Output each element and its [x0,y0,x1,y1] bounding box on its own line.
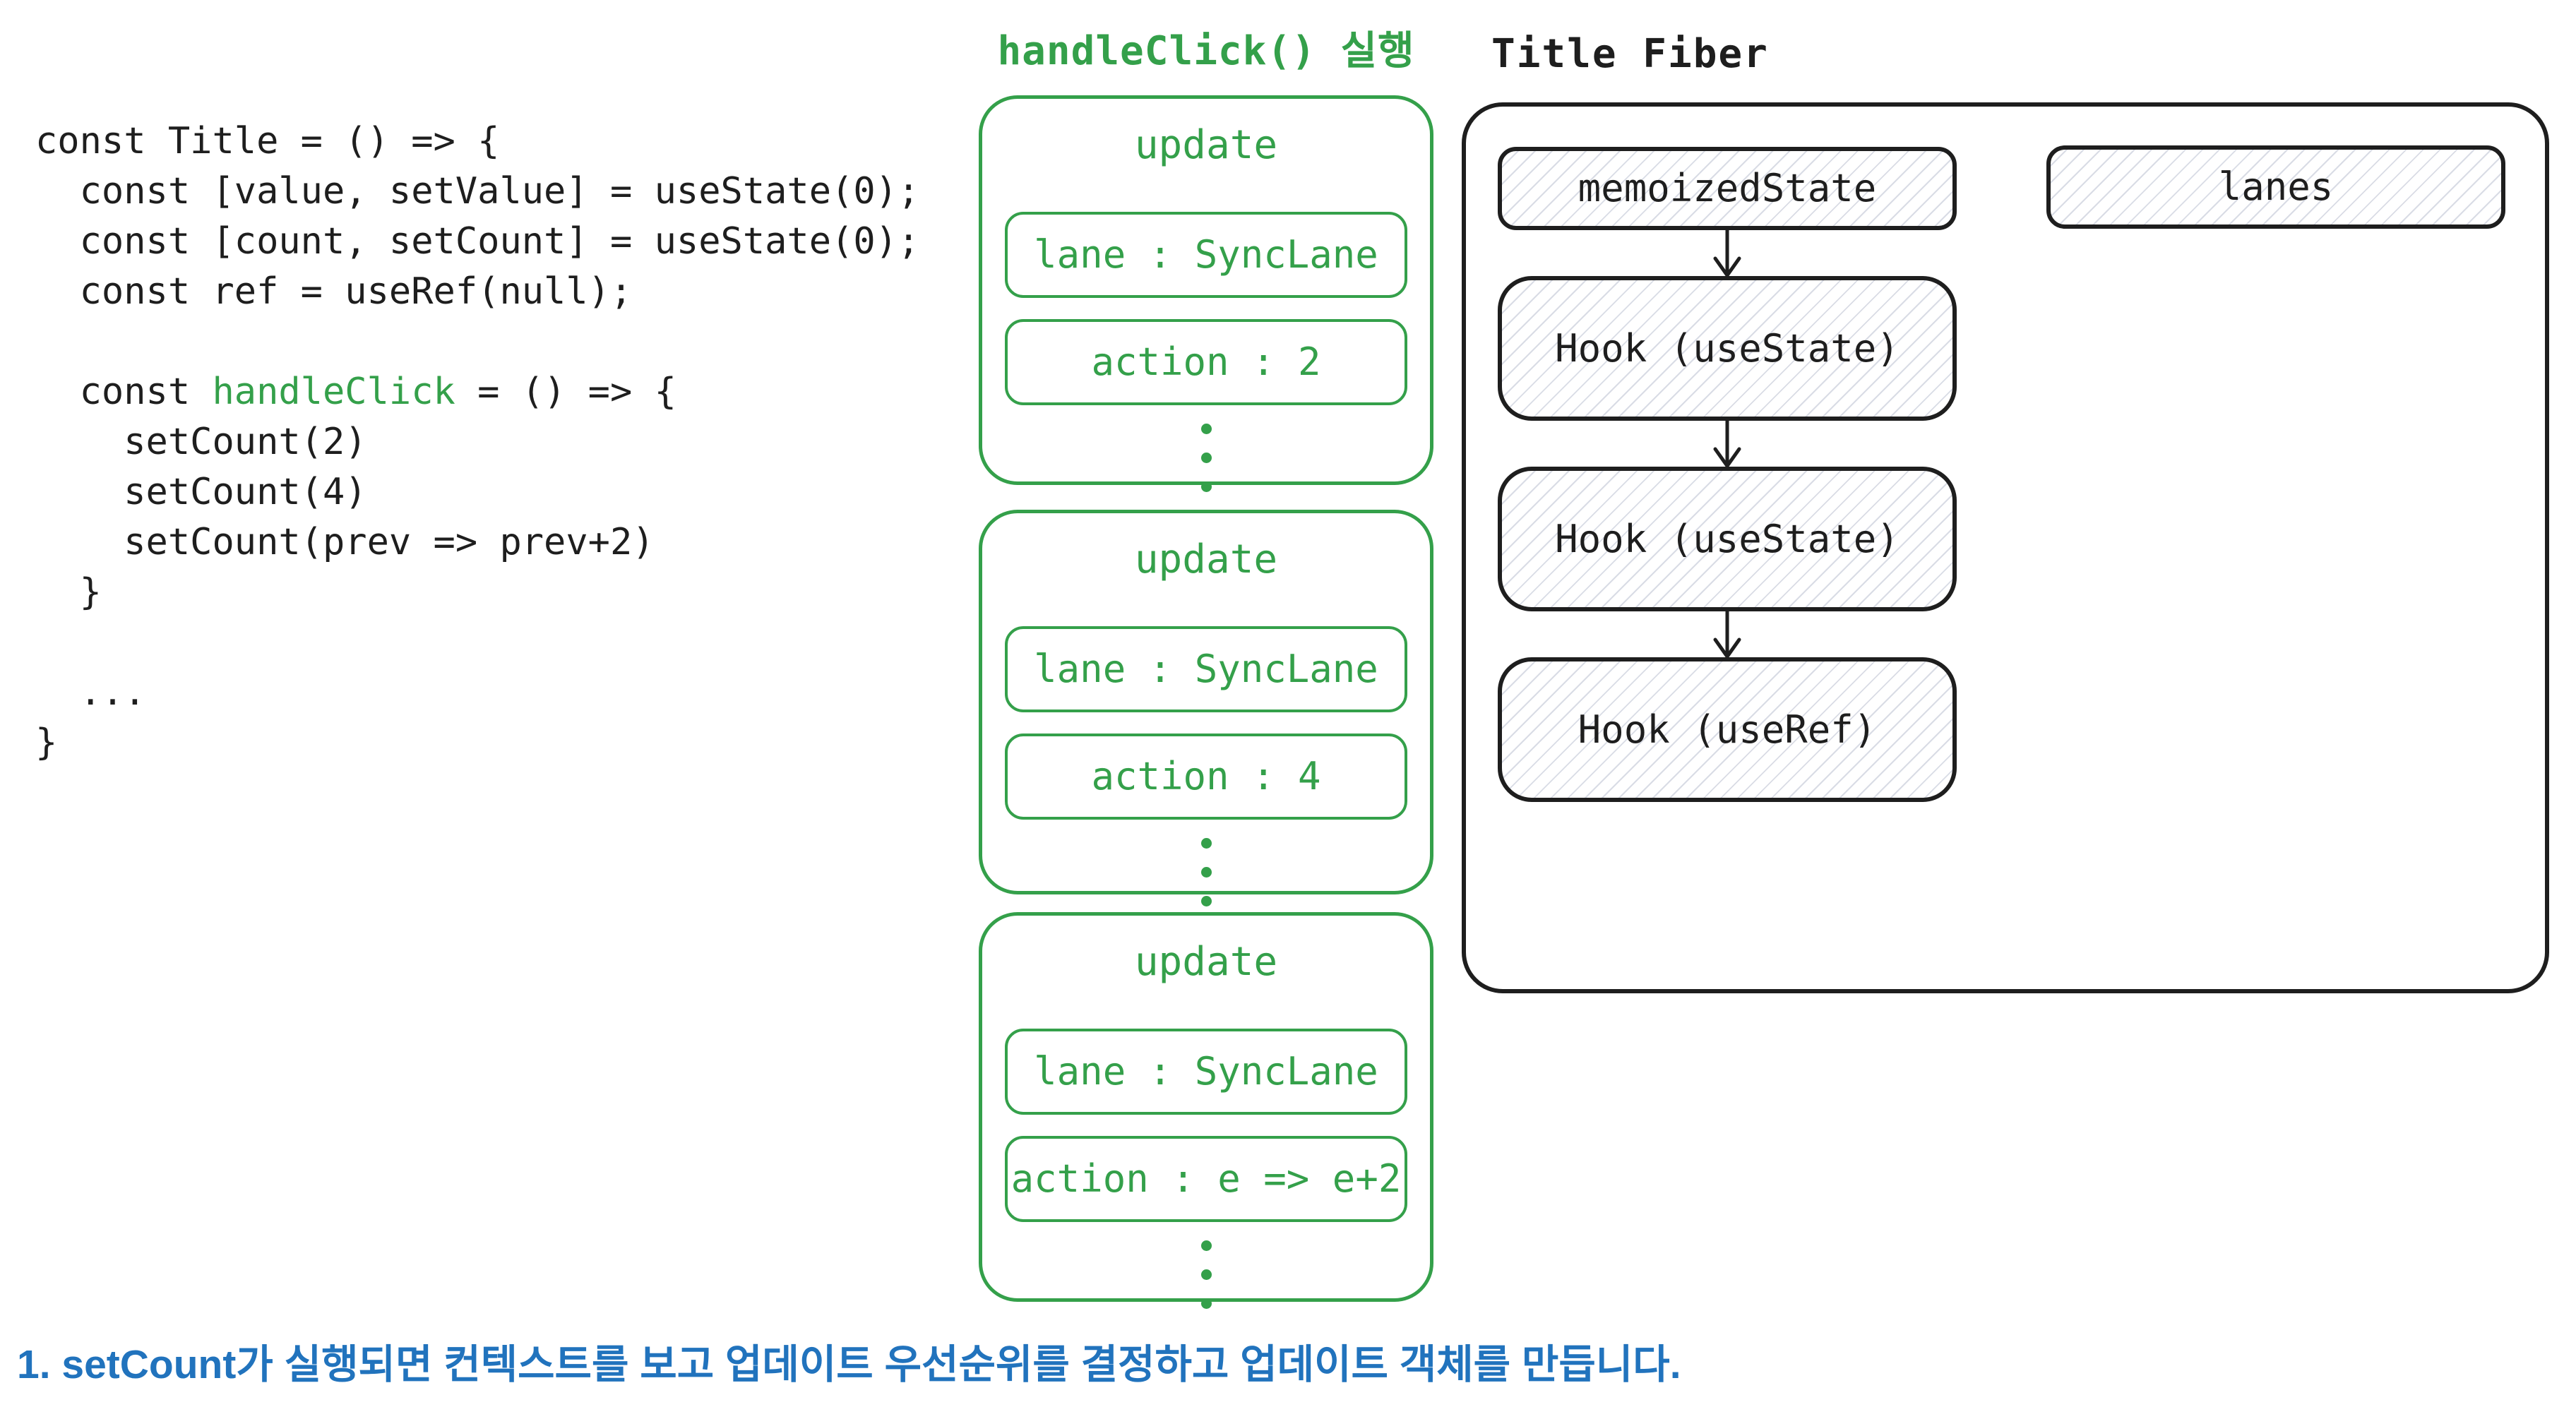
down-arrow-icon [1706,229,1748,278]
ellipsis-dots-icon [982,1240,1430,1309]
code-line-blank [35,317,919,367]
lane-field: lane : SyncLane [1005,1029,1407,1115]
action-field: action : 4 [1005,734,1407,820]
update-object-box-2: update lane : SyncLane action : 4 [979,510,1433,906]
down-arrow-icon [1706,610,1748,659]
code-line: } [35,571,102,613]
update-box-header: update [1134,939,1278,985]
code-line: setCount(2) [35,421,367,463]
lane-field: lane : SyncLane [1005,212,1407,298]
code-keyword-handleclick: handleClick [212,371,455,413]
code-line-handleclick: const handleClick = () => { [35,367,919,417]
code-line: setCount(4) [35,471,367,513]
action-field: action : e => e+2 [1005,1136,1407,1222]
fiber-panel-title: Title Fiber [1491,31,1769,77]
update-object-box-3: update lane : SyncLane action : e => e+2 [979,912,1433,1309]
update-box-header: update [1134,537,1278,582]
code-line: const ref = useRef(null); [35,270,633,313]
lane-field: lane : SyncLane [1005,626,1407,712]
hook-usestate-box-2: Hook (useState) [1498,467,1957,611]
code-line: setCount(prev => prev+2) [35,521,655,563]
update-box-header: update [1134,122,1278,168]
ellipsis-dots-icon [982,424,1430,492]
fiber-panel: Title Fiber memoizedState lanes Hook (us… [1462,0,2553,1031]
update-object-box-1: update lane : SyncLane action : 2 [979,95,1433,492]
updates-section-title: handleClick() 실행 [997,28,1415,74]
code-line: ... [35,671,146,714]
code-panel: const Title = () => { const [value, setV… [35,116,919,768]
fiber-container: memoizedState lanes Hook (useState) Hook… [1462,102,2549,993]
action-field: action : 2 [1005,319,1407,405]
hook-useref-box: Hook (useRef) [1498,657,1957,802]
hook-usestate-box-1: Hook (useState) [1498,276,1957,421]
memoized-state-box: memoizedState [1498,147,1957,230]
updates-panel: handleClick() 실행 update lane : SyncLane … [979,0,1433,1309]
step-caption: 1. setCount가 실행되면 컨텍스트를 보고 업데이트 우선순위를 결정… [17,1342,1681,1387]
lanes-box: lanes [2046,145,2505,229]
down-arrow-icon [1706,419,1748,469]
code-line: const [value, setValue] = useState(0); [35,170,920,212]
code-line: const [count, setCount] = useState(0); [35,220,920,263]
code-segment: = () => { [455,371,676,413]
code-line: const Title = () => { [35,120,500,162]
code-line-blank [35,618,919,668]
ellipsis-dots-icon [982,838,1430,906]
code-line: } [35,722,58,764]
code-segment: const [35,371,213,413]
